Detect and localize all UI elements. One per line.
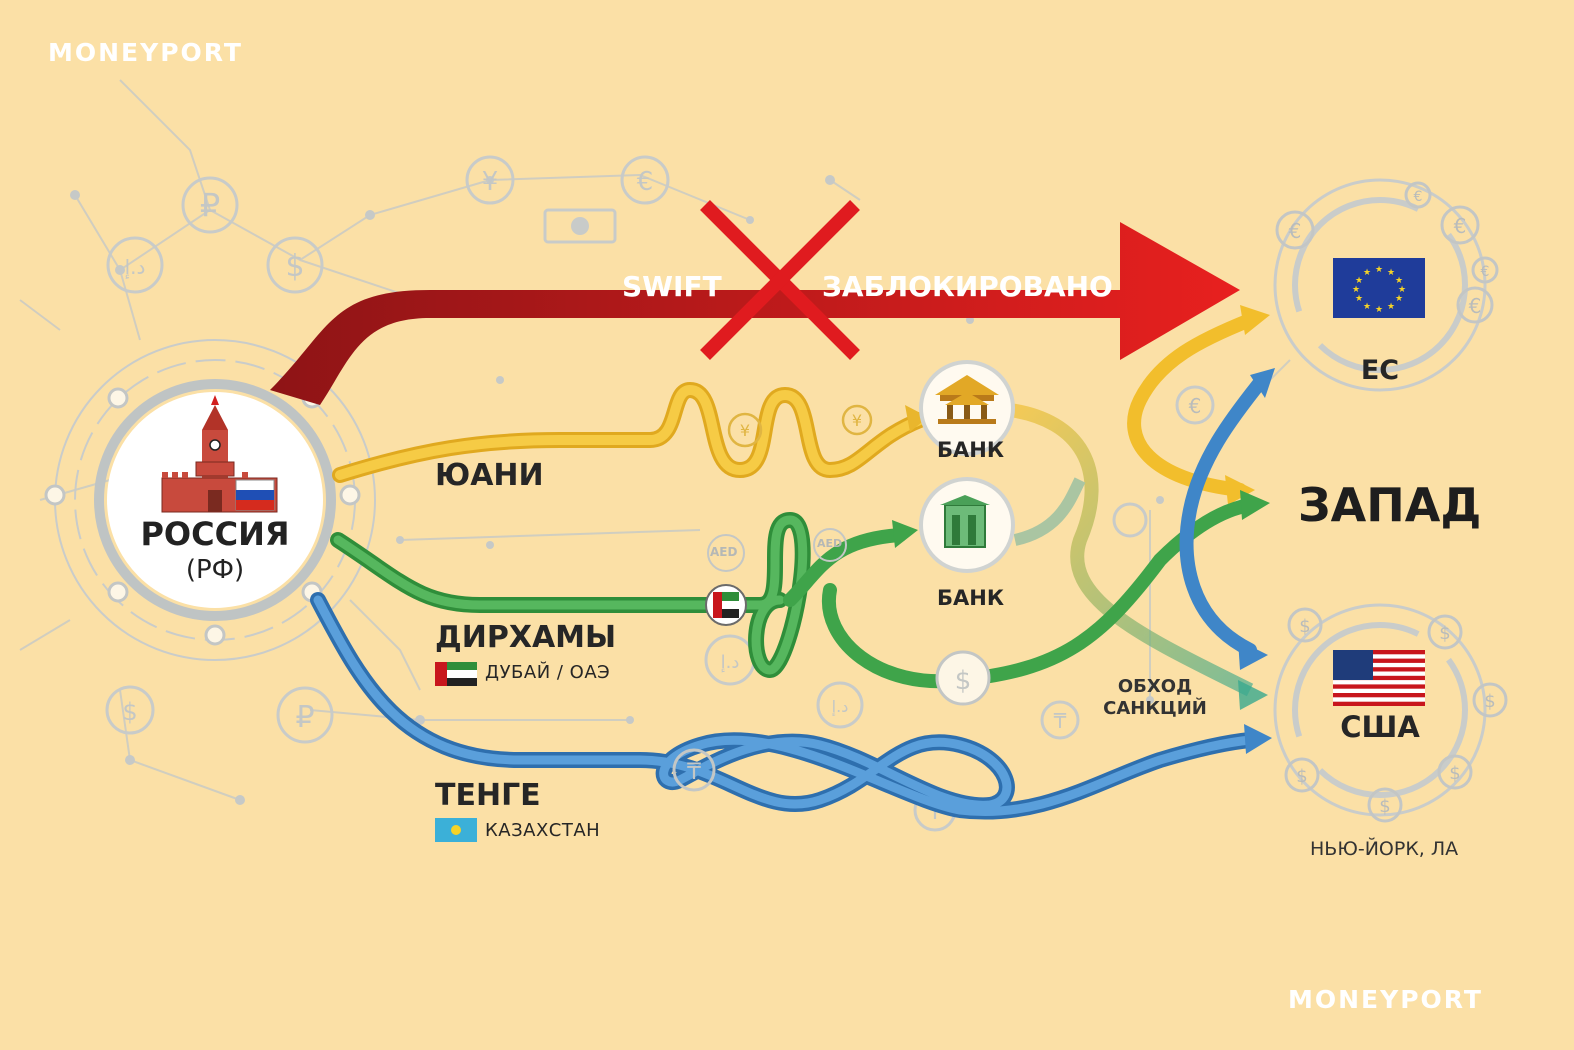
bank-label-2: БАНК — [937, 586, 1004, 610]
aed-badge-1: AED — [710, 545, 738, 559]
svg-text:€: € — [1414, 189, 1423, 205]
svg-text:★: ★ — [1387, 268, 1395, 278]
tenge-sublabel: КАЗАХСТАН — [485, 820, 601, 841]
svg-text:¥: ¥ — [740, 421, 750, 440]
svg-text:¥: ¥ — [482, 167, 499, 197]
yuan-route — [332, 381, 928, 483]
svg-text:★: ★ — [1395, 294, 1403, 304]
svg-text:★: ★ — [1363, 302, 1371, 312]
yuan-label: ЮАНИ — [435, 458, 544, 493]
bypass-arrowhead — [1238, 680, 1268, 710]
svg-text:€: € — [637, 167, 654, 197]
svg-text:₽: ₽ — [200, 186, 220, 224]
svg-text:★: ★ — [1355, 294, 1363, 304]
eu-coin-symbols: € € € € € — [1289, 189, 1490, 318]
eu-coin-icons — [1275, 181, 1499, 324]
svg-text:€: € — [1481, 264, 1490, 280]
yuan-coin-symbols: ¥¥ — [740, 411, 862, 440]
tenge-route — [310, 592, 1272, 820]
west-label: ЗАПАД — [1298, 478, 1482, 532]
blocked-label: ЗАБЛОКИРОВАНО — [822, 270, 1113, 303]
logo-bottom[interactable]: MONEYPORT — [1288, 985, 1483, 1014]
svg-text:★: ★ — [1352, 285, 1360, 295]
dollar-symbol: $ — [955, 666, 972, 696]
logo-top[interactable]: MONEYPORT — [48, 38, 243, 67]
banknote-icon — [543, 208, 617, 244]
eu-label: ЕС — [1360, 355, 1400, 386]
bank-node-1 — [919, 360, 1015, 456]
svg-text:د.إ: د.إ — [721, 652, 740, 673]
tenge-coin-symbol: ₸ — [687, 760, 701, 785]
kremlin-icon — [107, 392, 323, 608]
svg-text:$: $ — [285, 249, 304, 284]
svg-text:★: ★ — [1387, 302, 1395, 312]
uae-flag-small — [435, 662, 477, 686]
svg-text:$: $ — [1379, 796, 1390, 817]
swift-route — [270, 200, 1240, 405]
usa-coin-icons — [1284, 607, 1508, 823]
usa-flag-icon — [1333, 650, 1425, 706]
svg-text:₽: ₽ — [295, 700, 314, 735]
bank-node-2 — [919, 477, 1015, 573]
eu-hub-rings — [1273, 178, 1487, 392]
svg-text:★: ★ — [1375, 305, 1383, 315]
svg-text:د.إ: د.إ — [125, 255, 146, 280]
tenge-label: ТЕНГЕ — [435, 778, 541, 813]
svg-text:★: ★ — [1363, 268, 1371, 278]
blocked-cross-icon — [700, 200, 860, 360]
usa-hub-rings — [1273, 603, 1487, 817]
uae-flag-coin — [705, 584, 747, 626]
svg-text:$: $ — [1299, 616, 1310, 637]
eu-flag-icon: ★★★ ★★★ ★★★ ★★★ — [1333, 258, 1425, 318]
svg-text:$: $ — [1484, 691, 1495, 712]
bypass-route — [1008, 403, 1254, 697]
svg-text:$: $ — [1439, 623, 1450, 644]
background-coin-symbols: ₽ $ د.إ ¥ € $ ₽ د.إ د.إ ₸ ₸ — [122, 167, 1066, 825]
dirham-label: ДИРХАМЫ — [435, 620, 617, 655]
svg-text:€: € — [1454, 214, 1467, 238]
aed-badges — [707, 528, 847, 572]
svg-text:د.إ: د.إ — [832, 697, 849, 716]
origin-abbr: (РФ) — [185, 555, 245, 585]
aed-badge-2: AED — [817, 537, 843, 550]
svg-text:₸: ₸ — [1054, 709, 1067, 733]
bank-label-1: БАНК — [937, 438, 1004, 462]
svg-text:★: ★ — [1375, 265, 1383, 275]
svg-text:$: $ — [1449, 763, 1460, 784]
bypass-label-line2: САНКЦИЙ — [1103, 698, 1207, 719]
bypass-label-line1: ОБХОД — [1117, 676, 1193, 697]
svg-text:¥: ¥ — [852, 411, 862, 430]
svg-text:★: ★ — [1355, 276, 1363, 286]
swift-label: SWIFT — [622, 270, 722, 303]
svg-text:$: $ — [1296, 766, 1307, 787]
background-coins — [105, 155, 1148, 832]
blue-branch-route — [1179, 368, 1275, 670]
usa-city-label: НЬЮ-ЙОРК, ЛА — [1310, 838, 1459, 860]
usa-coin-symbols: $ $ $ $ $ $ — [1296, 616, 1495, 817]
kazakhstan-flag-small — [435, 818, 477, 842]
usa-label: США — [1340, 710, 1420, 744]
svg-text:★: ★ — [1395, 276, 1403, 286]
euro-coin-icon: € — [1189, 394, 1202, 418]
russia-hub-nodes — [44, 387, 361, 646]
svg-text:€: € — [1289, 219, 1302, 243]
origin-name: РОССИЯ — [140, 515, 290, 553]
dirham-sublabel: ДУБАЙ / ОАЭ — [485, 662, 611, 683]
svg-text:★: ★ — [1398, 285, 1406, 295]
dollar-coin-icon — [935, 650, 991, 706]
svg-text:€: € — [1469, 294, 1482, 318]
svg-text:$: $ — [122, 698, 137, 726]
